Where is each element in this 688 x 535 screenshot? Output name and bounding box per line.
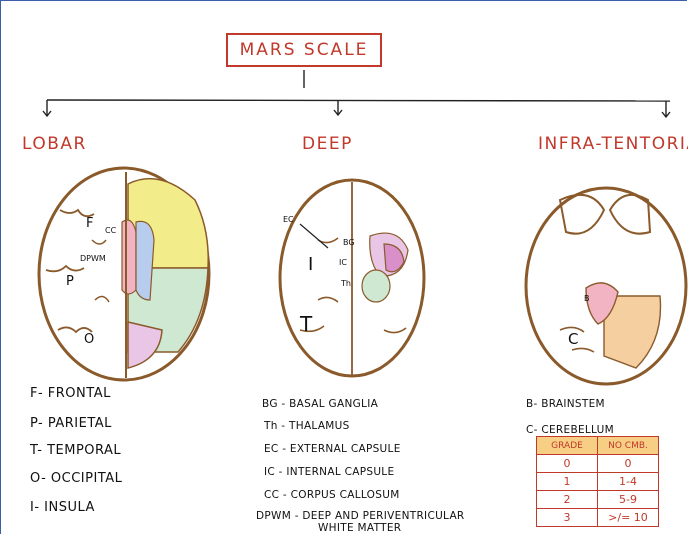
grade-cell: 1 xyxy=(537,473,598,491)
table-row: 1 1-4 xyxy=(537,473,659,491)
lobar-legend-item: I- INSULA xyxy=(30,500,95,515)
cmb-cell: 1-4 xyxy=(598,473,659,491)
grade-table: GRADE NO CMB. 0 0 1 1-4 2 5-9 3 >/= 10 xyxy=(536,436,659,527)
table-row: 0 0 xyxy=(537,455,659,473)
infra-brain xyxy=(526,188,686,384)
mars-scale-title: MARS SCALE xyxy=(226,33,382,67)
cmb-cell: 5-9 xyxy=(598,491,659,509)
deep-heading: DEEP xyxy=(302,134,353,154)
lobar-heading: LOBAR xyxy=(22,134,87,154)
deep-legend-item: EC - EXTERNAL CAPSULE xyxy=(264,443,401,455)
deep-legend-item: CC - CORPUS CALLOSUM xyxy=(264,489,400,501)
label-bg: BG xyxy=(343,238,355,247)
grade-header: GRADE xyxy=(537,437,598,455)
label-ec: EC xyxy=(283,215,294,224)
label-cerebellum: C xyxy=(568,330,578,348)
label-th: Th xyxy=(341,279,351,288)
label-temporal: T xyxy=(300,312,312,336)
lobar-legend-item: O- OCCIPITAL xyxy=(30,471,122,486)
infra-legend-item: C- CEREBELLUM xyxy=(526,424,614,436)
lobar-legend-item: T- TEMPORAL xyxy=(30,443,121,458)
grade-table-header-row: GRADE NO CMB. xyxy=(537,437,659,455)
label-parietal: P xyxy=(66,274,74,289)
cmb-cell: 0 xyxy=(598,455,659,473)
deep-legend-item: DPWM - DEEP AND PERIVENTRICULAR xyxy=(256,510,465,522)
infra-tentorial-heading: INFRA-TENTORIAL xyxy=(538,134,688,154)
tree-connectors xyxy=(43,70,670,117)
label-brainstem: B xyxy=(584,294,590,303)
table-row: 2 5-9 xyxy=(537,491,659,509)
lobar-legend-item: F- FRONTAL xyxy=(30,386,111,401)
cmb-cell: >/= 10 xyxy=(598,509,659,527)
label-occipital: O xyxy=(84,332,94,347)
label-cc: CC xyxy=(105,226,116,235)
deep-brain xyxy=(280,180,424,376)
deep-legend-item: IC - INTERNAL CAPSULE xyxy=(264,466,394,478)
grade-cell: 0 xyxy=(537,455,598,473)
lobar-legend-item: P- PARIETAL xyxy=(30,416,112,431)
label-ic: IC xyxy=(339,258,347,267)
lobar-brain xyxy=(39,168,209,380)
deep-legend-item: BG - BASAL GANGLIA xyxy=(262,398,378,410)
grade-cell: 3 xyxy=(537,509,598,527)
deep-legend-item: Th - THALAMUS xyxy=(264,420,350,432)
label-dpwm: DPWM xyxy=(80,254,106,263)
deep-legend-item: WHITE MATTER xyxy=(318,522,401,534)
infra-legend-item: B- BRAINSTEM xyxy=(526,398,605,410)
cmb-header: NO CMB. xyxy=(598,437,659,455)
label-frontal: F xyxy=(86,216,93,231)
label-insula: I xyxy=(308,254,313,275)
grade-cell: 2 xyxy=(537,491,598,509)
table-row: 3 >/= 10 xyxy=(537,509,659,527)
